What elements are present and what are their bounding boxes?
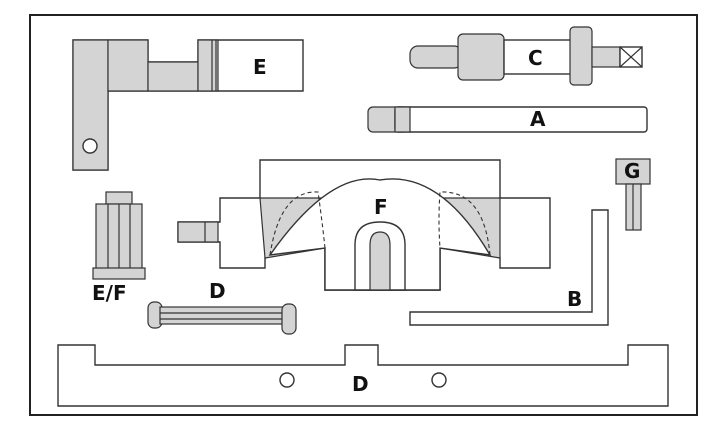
- part-c: [409, 26, 643, 86]
- part-b: [409, 209, 609, 326]
- label-g: G: [624, 159, 640, 183]
- label-e-top: E: [253, 55, 267, 79]
- part-d-bar: [57, 344, 669, 407]
- label-f: F: [374, 195, 388, 219]
- part-e: [72, 39, 304, 171]
- part-g: [615, 158, 651, 231]
- label-b: B: [567, 287, 582, 311]
- part-ef: [92, 191, 146, 280]
- part-f: [177, 159, 551, 291]
- label-c: C: [528, 46, 543, 70]
- part-a: [367, 106, 648, 133]
- label-a: A: [530, 107, 546, 131]
- label-d-pin: D: [209, 279, 226, 303]
- label-ef: E/F: [92, 281, 127, 305]
- part-d-pin: [147, 301, 297, 335]
- label-d-bar: D: [352, 372, 369, 396]
